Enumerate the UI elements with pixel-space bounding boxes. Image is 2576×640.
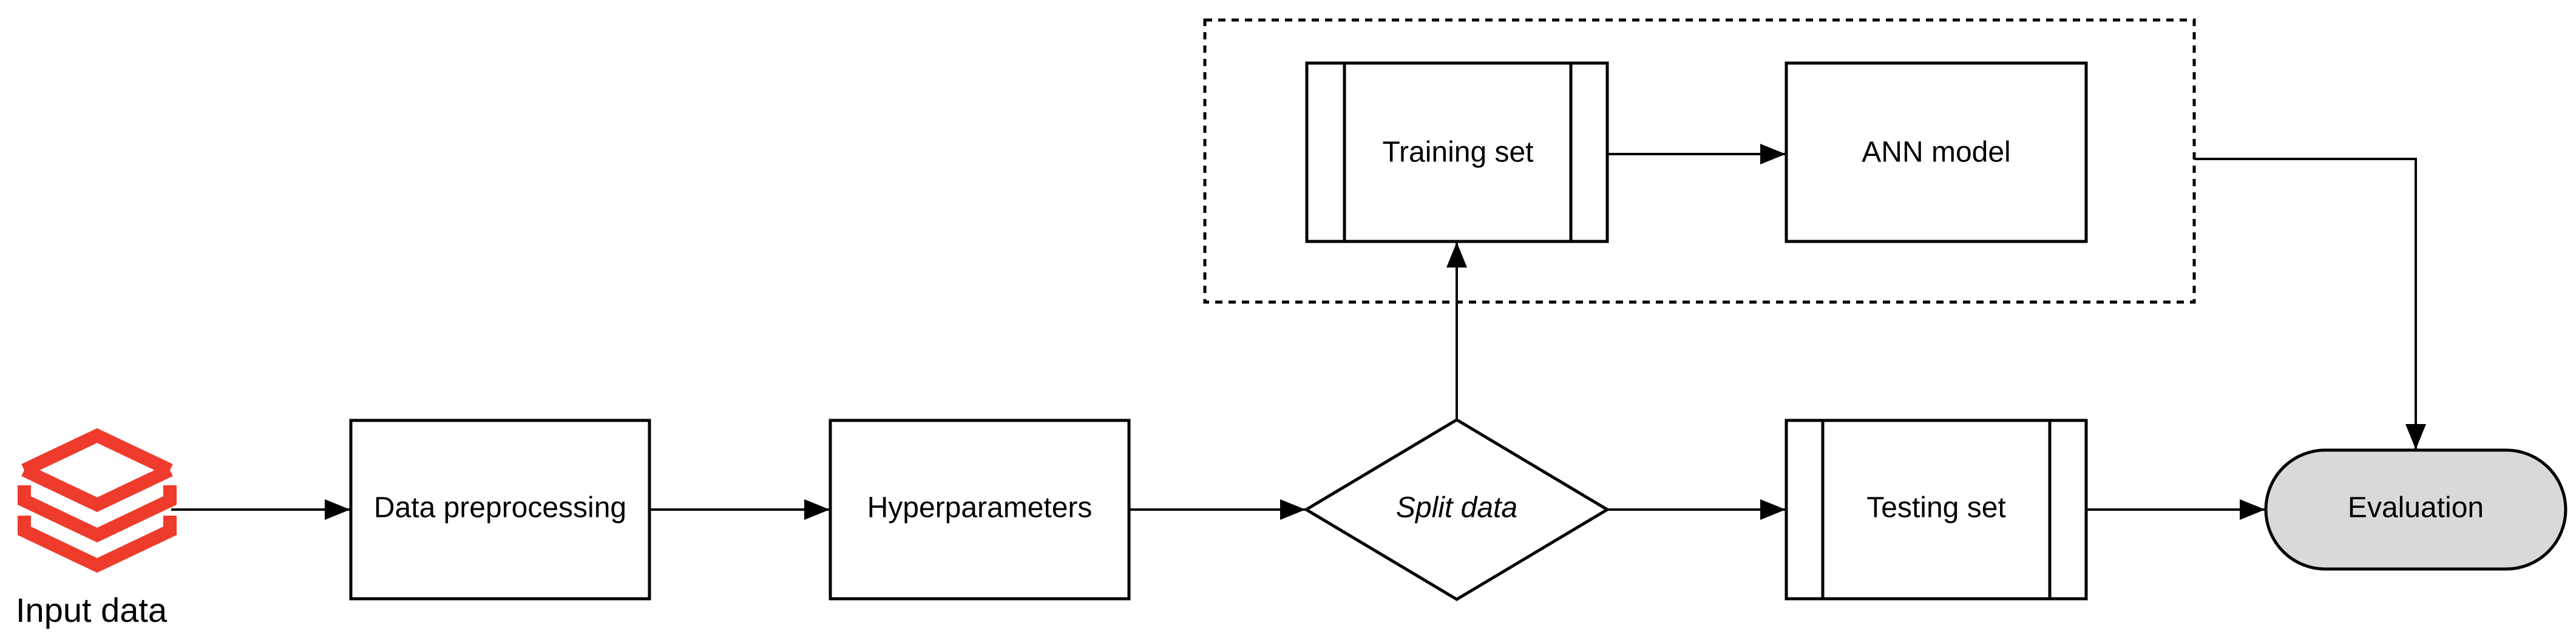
data-preprocessing-label: Data preprocessing: [374, 492, 626, 524]
testing-set-node: Testing set: [1785, 419, 2088, 601]
training-set-label: Training set: [1383, 136, 1534, 169]
training-group-boundary: [1203, 18, 2196, 304]
stacked-layers-icon: [18, 428, 177, 573]
connectors: [171, 144, 2426, 520]
ann-model-label: ANN model: [1862, 136, 2010, 169]
data-preprocessing-node: Data preprocessing: [349, 419, 651, 601]
ann-model-node: ANN model: [1785, 61, 2088, 243]
hyperparameters-label: Hyperparameters: [867, 492, 1093, 524]
input-data-label: Input data: [16, 591, 168, 629]
arrow-group-to-evaluation: [2194, 158, 2426, 450]
training-set-node: Training set: [1305, 61, 1609, 243]
split-data-decision-node: Split data: [1303, 418, 1610, 601]
hyperparameters-node: Hyperparameters: [829, 419, 1131, 601]
evaluation-node: Evaluation: [2264, 448, 2568, 571]
split-data-label: Split data: [1396, 492, 1517, 524]
evaluation-label: Evaluation: [2348, 492, 2484, 524]
testing-set-label: Testing set: [1866, 492, 2005, 524]
